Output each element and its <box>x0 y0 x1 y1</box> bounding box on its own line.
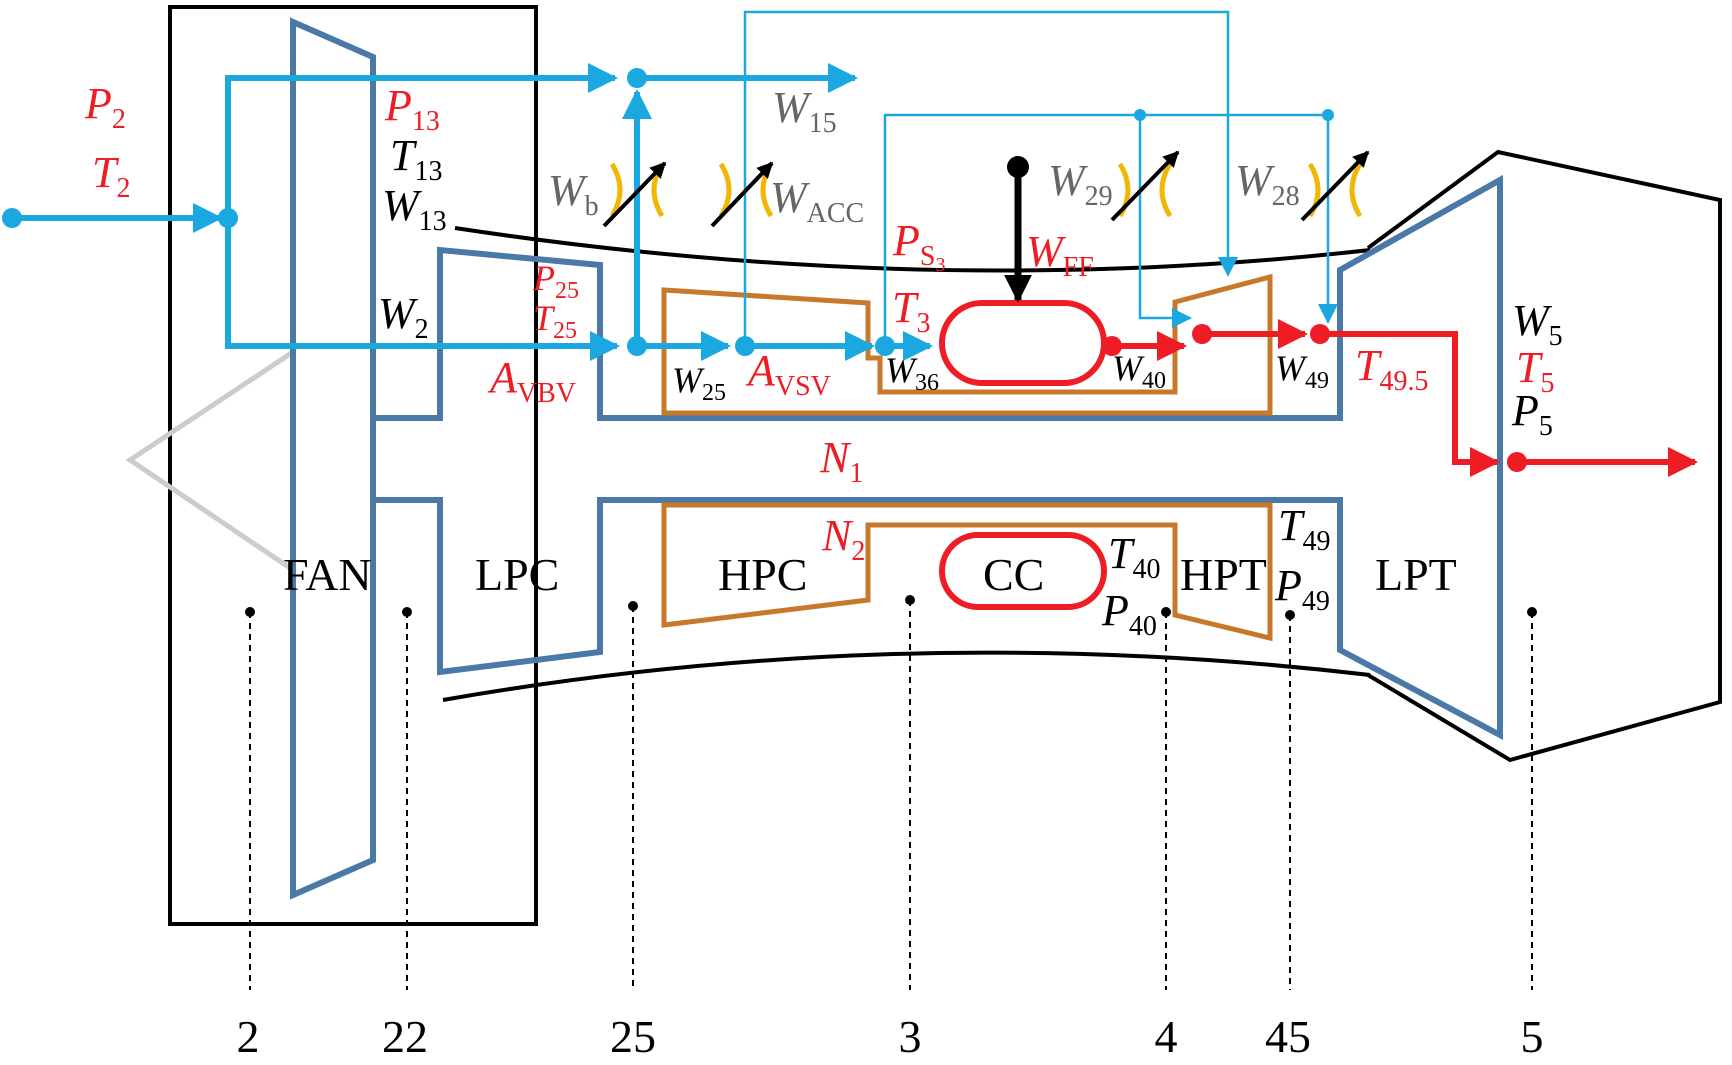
main-flow <box>12 63 933 361</box>
node-hpt-inlet <box>1192 324 1212 344</box>
station-label-3: 3 <box>899 1011 922 1062</box>
lpt-flow <box>1320 331 1500 477</box>
low-pressure-spool <box>290 17 1503 900</box>
main-flow-nodes <box>2 68 895 356</box>
signal-t495: T49.5 <box>1355 341 1428 397</box>
label-cc: CC <box>983 549 1044 600</box>
bypass-flow <box>225 63 618 218</box>
signal-wb: Wb <box>548 166 599 222</box>
core-flow <box>225 218 620 361</box>
combustor-lower <box>939 532 1107 610</box>
station-dot-25 <box>628 601 638 611</box>
signal-avbv: AVBV <box>487 353 576 409</box>
signal-p40: P40 <box>1101 586 1157 642</box>
valve-wacc <box>710 161 774 228</box>
station-dots <box>245 595 1537 620</box>
valve-wb <box>602 161 667 228</box>
signal-p49: P49 <box>1274 561 1330 617</box>
signal-wacc: WACC <box>770 173 864 229</box>
station-dot-3 <box>905 595 915 605</box>
station-markers <box>249 600 1533 990</box>
station-label-25: 25 <box>610 1011 656 1062</box>
bleed-node-w28 <box>1322 109 1334 121</box>
hpc-lower <box>661 502 1273 642</box>
signal-t40: T40 <box>1108 529 1160 585</box>
node-exhaust <box>1507 452 1527 472</box>
signal-ps3: PS3 <box>892 216 945 276</box>
station-label-45: 45 <box>1265 1011 1311 1062</box>
signal-w25: W25 <box>672 360 726 406</box>
signal-labels: P2 T2 P13 T13 W13 W2 P25 T25 AVBV W15 Wb… <box>84 79 1563 642</box>
signal-p5: P5 <box>1511 386 1553 442</box>
signal-w49: W49 <box>1275 348 1329 394</box>
exhaust-nozzle <box>1366 149 1722 763</box>
station-dot-4 <box>1161 607 1171 617</box>
label-hpc: HPC <box>718 549 807 600</box>
station-dot-2 <box>245 607 255 617</box>
signal-w13: W13 <box>382 181 447 237</box>
station-label-2: 2 <box>237 1011 260 1062</box>
bleed-line-hp-turbine-cooling <box>743 10 1238 345</box>
label-hpt: HPT <box>1180 549 1267 600</box>
signal-w40: W40 <box>1112 348 1166 394</box>
fan-blade <box>290 17 376 900</box>
node-hpc-exit <box>875 336 895 356</box>
label-lpc: LPC <box>475 549 559 600</box>
signal-p2: P2 <box>84 79 126 135</box>
bleed-lines <box>743 10 1338 345</box>
station-label-5: 5 <box>1521 1011 1544 1062</box>
lpc-upper <box>370 174 1503 740</box>
bleed-nodes <box>1134 109 1334 121</box>
label-lpt: LPT <box>1375 549 1457 600</box>
fan-casing-box <box>168 5 538 926</box>
node-w49 <box>1310 324 1330 344</box>
hot-flow <box>1112 319 1698 477</box>
station-label-22: 22 <box>382 1011 428 1062</box>
component-labels: FAN LPC HPC CC HPT LPT <box>283 549 1457 600</box>
nose-cone <box>125 349 295 573</box>
fuel-source-dot <box>1007 156 1029 178</box>
station-labels: 2 22 25 3 4 45 5 <box>237 1011 1544 1062</box>
label-fan: FAN <box>283 549 372 600</box>
signal-w29: W29 <box>1048 156 1113 212</box>
signal-p25: P25 <box>532 258 579 304</box>
node-bypass-mix <box>627 68 647 88</box>
station-label-4: 4 <box>1155 1011 1178 1062</box>
bypass-duct-lower <box>442 650 1371 702</box>
signal-t5: T5 <box>1516 343 1554 399</box>
signal-t3: T3 <box>892 283 930 339</box>
signal-t2: T2 <box>92 148 130 204</box>
valve-w29 <box>1110 150 1180 222</box>
signal-n1: N1 <box>819 433 863 489</box>
station-dot-45 <box>1285 610 1295 620</box>
node-w40 <box>1102 336 1122 356</box>
combustor-upper <box>939 300 1107 386</box>
signal-t49: T49 <box>1278 501 1330 557</box>
station-dot-22 <box>402 607 412 617</box>
bleed-line-w29 <box>1138 115 1192 328</box>
signal-w2: W2 <box>378 289 429 345</box>
node-splitter <box>218 208 238 228</box>
signal-avsv: AVSV <box>745 346 831 402</box>
signal-wff: WFF <box>1026 227 1094 283</box>
bleed-line-w36 <box>883 113 1338 345</box>
signal-w5: W5 <box>1512 296 1563 352</box>
signal-w36: W36 <box>885 350 939 396</box>
signal-w15: W15 <box>772 83 837 139</box>
signal-w28: W28 <box>1235 156 1300 212</box>
node-lpc-exit <box>627 336 647 356</box>
signal-t13: T13 <box>390 131 442 187</box>
engine-structure <box>125 5 1722 926</box>
node-inlet <box>2 208 22 228</box>
signal-p13: P13 <box>384 81 440 137</box>
station-dot-5 <box>1527 607 1537 617</box>
signal-t25: T25 <box>533 298 577 344</box>
hot-flow-nodes <box>1102 324 1527 472</box>
signal-n2: N2 <box>821 511 865 567</box>
node-hpc-inlet <box>735 336 755 356</box>
bleed-node-w29 <box>1134 109 1146 121</box>
valve-w28 <box>1300 150 1370 222</box>
bypass-duct-upper <box>454 226 1371 273</box>
